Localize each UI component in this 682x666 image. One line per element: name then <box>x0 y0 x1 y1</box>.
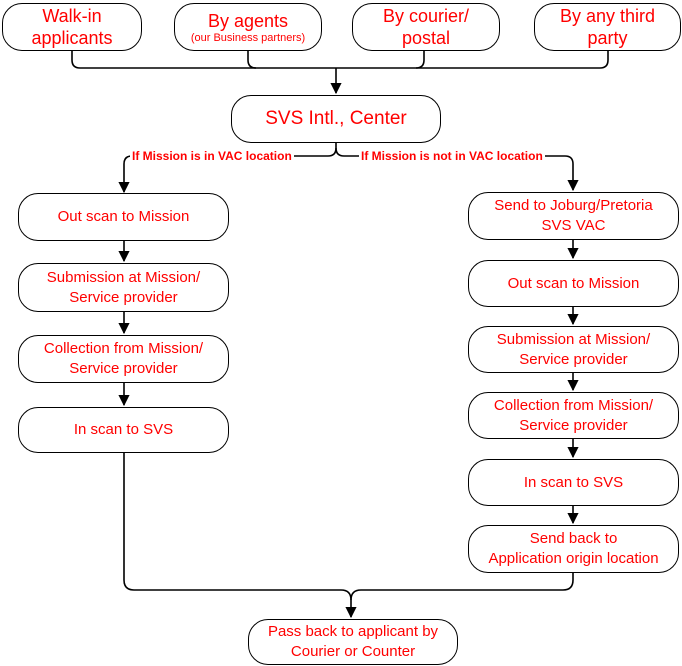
left-step-in-scan: In scan to SVS <box>18 407 229 453</box>
left-step-1-line-1: Out scan to Mission <box>57 208 190 225</box>
left-step-3-line-2: Service provider <box>69 360 178 377</box>
right-step-collection: Collection from Mission/ Service provide… <box>468 392 679 439</box>
walkin-line-2: applicants <box>31 28 113 48</box>
right-step-2-line-1: Out scan to Mission <box>507 274 640 292</box>
agents-title: By agents <box>207 10 289 31</box>
right-step-out-scan: Out scan to Mission <box>468 260 679 307</box>
edge-third-merge <box>336 50 609 69</box>
edge-walkin-merge <box>71 50 336 69</box>
courier-line-1: By courier/ <box>382 6 470 26</box>
edge-agents-merge <box>247 50 257 69</box>
left-step-2-line-1: Submission at Mission/ <box>46 268 201 286</box>
third-line-2: party <box>587 28 628 48</box>
right-step-6-line-2: Application origin location <box>488 550 659 567</box>
edge-right-to-final <box>350 573 574 601</box>
edge-courier-merge <box>415 50 425 69</box>
right-step-5-line-1: In scan to SVS <box>523 473 624 491</box>
edge-center-branch-right <box>335 147 579 192</box>
right-step-1-line-1: Send to Joburg/Pretoria <box>494 197 653 214</box>
left-step-4-line-1: In scan to SVS <box>73 421 174 438</box>
final-line-2: Courier or Counter <box>290 643 416 660</box>
courier-line-2: postal <box>401 28 451 48</box>
right-step-3-line-1: Submission at Mission/ <box>496 330 651 348</box>
right-step-1-line-2: SVS VAC <box>541 217 606 234</box>
right-step-4-line-2: Service provider <box>519 416 628 434</box>
right-step-submission: Submission at Mission/ Service provider <box>468 326 679 373</box>
right-step-in-scan: In scan to SVS <box>468 459 679 506</box>
right-step-4-line-1: Collection from Mission/ <box>493 396 654 414</box>
source-walkin-applicants: Walk-in applicants <box>2 3 142 51</box>
right-step-send-back: Send back to Application origin location <box>468 525 679 573</box>
walkin-line-1: Walk-in <box>42 6 102 26</box>
left-step-2-line-2: Service provider <box>69 288 178 306</box>
left-step-out-scan: Out scan to Mission <box>18 193 229 241</box>
branch-label-not-in-vac: If Mission is not in VAC location <box>359 149 545 163</box>
third-line-1: By any third <box>559 6 656 26</box>
agents-subtitle: (our Business partners) <box>190 31 306 44</box>
final-pass-back: Pass back to applicant by Courier or Cou… <box>248 619 458 665</box>
right-step-send-joburg: Send to Joburg/Pretoria SVS VAC <box>468 192 679 240</box>
right-step-6-line-1: Send back to <box>529 530 618 547</box>
left-step-submission: Submission at Mission/ Service provider <box>18 263 229 312</box>
source-by-third-party: By any third party <box>534 3 681 51</box>
center-svs-intl: SVS Intl., Center <box>231 95 441 143</box>
left-step-collection: Collection from Mission/ Service provide… <box>18 335 229 383</box>
center-label: SVS Intl., Center <box>265 108 407 129</box>
source-by-courier: By courier/ postal <box>352 3 500 51</box>
edge-left-to-final <box>123 452 357 619</box>
right-step-3-line-2: Service provider <box>519 350 628 368</box>
final-line-1: Pass back to applicant by <box>267 623 439 640</box>
left-step-3-line-1: Collection from Mission/ <box>43 340 204 357</box>
source-by-agents: By agents (our Business partners) <box>174 3 322 51</box>
branch-label-in-vac: If Mission is in VAC location <box>130 149 294 163</box>
